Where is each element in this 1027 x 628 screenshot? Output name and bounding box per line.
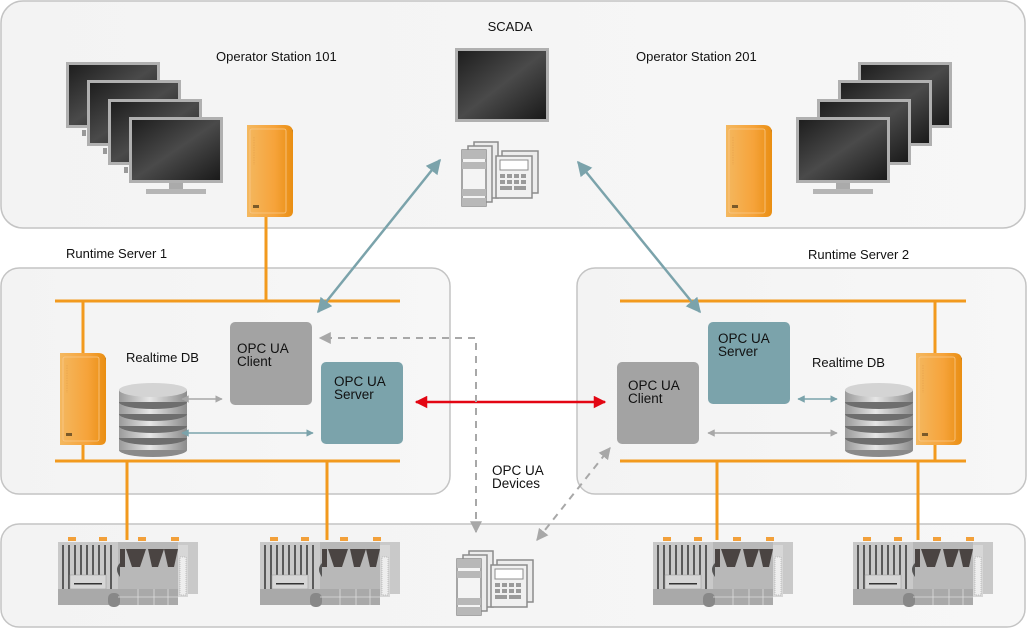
opc-ua-client-box[interactable]: OPC UA Client bbox=[617, 362, 699, 444]
opc-ua-client-line2: Client bbox=[628, 391, 663, 406]
realtime-db-label: Realtime DB bbox=[812, 355, 885, 370]
opc-ua-server-line2: Server bbox=[334, 387, 374, 402]
scada-label: SCADA bbox=[488, 19, 533, 34]
monitor-icon bbox=[796, 117, 890, 194]
plc-icon bbox=[652, 536, 794, 608]
opc-ua-client-line1: OPC UA bbox=[628, 378, 680, 393]
opc-ua-server-line2: Server bbox=[718, 344, 758, 359]
runtime-server-2-label: Runtime Server 2 bbox=[808, 247, 909, 262]
runtime-server-1-label: Runtime Server 1 bbox=[66, 246, 167, 261]
realtime-db-label: Realtime DB bbox=[126, 350, 199, 365]
opc-ua-server-line1: OPC UA bbox=[718, 331, 770, 346]
scada-to-server1-client-link bbox=[317, 158, 441, 314]
industrial-pc-icon bbox=[915, 352, 963, 446]
scada-monitor-icon bbox=[455, 48, 549, 122]
plc-icon bbox=[57, 536, 199, 608]
operator-station-201-label: Operator Station 201 bbox=[636, 49, 757, 64]
opc-ua-client-line1: OPC UA bbox=[237, 341, 289, 356]
database-icon bbox=[119, 383, 187, 457]
plc-icon bbox=[259, 536, 401, 608]
plc-icon bbox=[852, 536, 994, 608]
industrial-pc-icon bbox=[725, 124, 773, 218]
opc-ua-server-box[interactable]: OPC UA Server bbox=[708, 322, 790, 404]
operator-station-101-label: Operator Station 101 bbox=[216, 49, 337, 64]
opc-ua-server-box[interactable]: OPC UA Server bbox=[321, 362, 403, 444]
opc-ua-devices-label-line2: Devices bbox=[492, 476, 540, 491]
industrial-pc-icon bbox=[246, 124, 294, 218]
industrial-pc-icon bbox=[59, 352, 107, 446]
scada-to-server2-server-link bbox=[577, 160, 701, 314]
operator-station-201-monitors bbox=[796, 62, 952, 194]
database-icon bbox=[845, 383, 913, 457]
opc-ua-client-line2: Client bbox=[237, 354, 272, 369]
opc-ua-devices-label-line1: OPC UA bbox=[492, 463, 544, 478]
operator-station-101-monitors bbox=[66, 62, 223, 194]
devices-to-server2-client-dashed-link bbox=[536, 447, 611, 541]
opc-ua-client-box[interactable]: OPC UA Client bbox=[230, 322, 312, 405]
monitor-icon bbox=[129, 117, 223, 194]
